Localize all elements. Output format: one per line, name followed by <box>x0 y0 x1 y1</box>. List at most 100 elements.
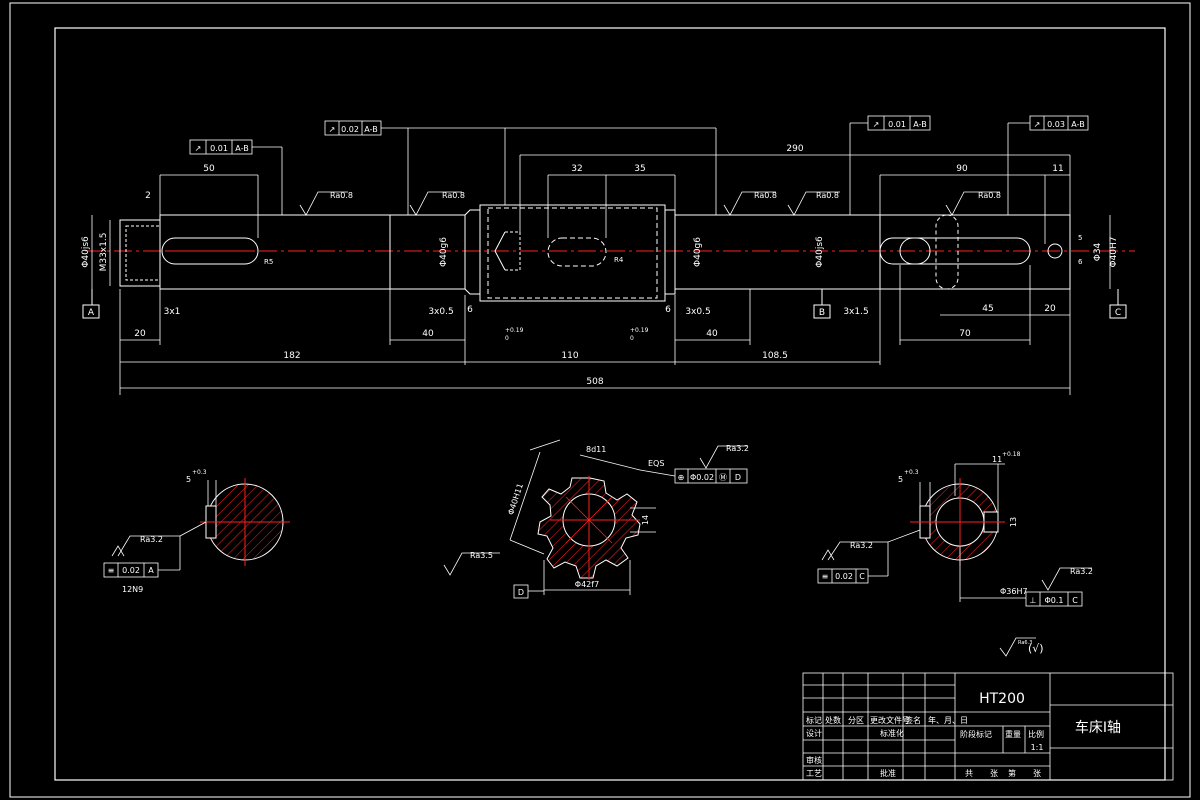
svg-text:Φ40H11: Φ40H11 <box>506 482 525 516</box>
svg-text:+0.18: +0.18 <box>1002 451 1021 458</box>
svg-text:≡: ≡ <box>822 572 829 581</box>
datum-a: A <box>82 289 100 319</box>
svg-text:5: 5 <box>186 475 191 484</box>
svg-text:Φ34: Φ34 <box>1093 242 1103 261</box>
svg-text:0.02: 0.02 <box>341 125 359 134</box>
section-view-2: Φ40H11 8d11 EQS ⊕ Φ0.02 Ⓜ D Ra3.2 Ra3.5 … <box>443 439 749 599</box>
svg-text:D: D <box>518 588 524 597</box>
svg-text:R4: R4 <box>614 256 624 264</box>
svg-text:比例: 比例 <box>1028 729 1044 739</box>
svg-text:32: 32 <box>571 164 582 174</box>
svg-text:B: B <box>819 308 825 318</box>
shaft-main-view <box>85 204 1135 302</box>
svg-text:40: 40 <box>706 329 718 339</box>
tol-frame-1: ↗ 0.01 A-B <box>189 139 283 215</box>
svg-text:R5: R5 <box>264 258 273 266</box>
svg-text:0.01: 0.01 <box>210 144 228 153</box>
keyway-mid <box>547 237 607 267</box>
svg-text:50: 50 <box>203 164 215 174</box>
svg-text:更改文件号: 更改文件号 <box>870 715 910 725</box>
svg-text:+0.19: +0.19 <box>505 327 524 334</box>
svg-text:C: C <box>1115 308 1121 318</box>
svg-text:70: 70 <box>959 329 971 339</box>
svg-text:3x1: 3x1 <box>164 307 181 317</box>
svg-text:⊥: ⊥ <box>1030 596 1037 605</box>
svg-text:Φ40js6: Φ40js6 <box>81 236 91 268</box>
inner-border <box>54 27 1166 781</box>
svg-text:↗: ↗ <box>1034 120 1041 129</box>
svg-text:3x1.5: 3x1.5 <box>843 307 868 317</box>
svg-text:508: 508 <box>586 377 603 387</box>
svg-text:Φ0.1: Φ0.1 <box>1044 596 1063 605</box>
svg-text:20: 20 <box>134 329 146 339</box>
svg-text:8d11: 8d11 <box>586 445 606 454</box>
svg-text:+0.3: +0.3 <box>904 469 919 476</box>
svg-text:Ra3.2: Ra3.2 <box>850 541 873 550</box>
svg-text:Ra0.8: Ra0.8 <box>978 191 1001 200</box>
part-name: 车床Ⅰ轴 <box>1075 719 1121 736</box>
svg-text:Ra3.5: Ra3.5 <box>470 551 493 560</box>
svg-text:D: D <box>735 473 741 482</box>
svg-text:6: 6 <box>1078 258 1083 266</box>
keyway-right <box>879 237 931 265</box>
svg-text:Ra3.2: Ra3.2 <box>140 535 163 544</box>
svg-text:Φ40g6: Φ40g6 <box>693 237 703 267</box>
tol-frame-4: ↗ 0.03 A-B <box>1007 115 1089 215</box>
svg-text:第: 第 <box>1008 768 1016 778</box>
svg-text:Φ40js6: Φ40js6 <box>815 236 825 268</box>
svg-text:11: 11 <box>992 455 1002 464</box>
svg-text:⊕: ⊕ <box>678 473 685 482</box>
svg-text:5: 5 <box>1078 234 1082 242</box>
svg-text:90: 90 <box>956 164 968 174</box>
svg-text:A: A <box>148 566 154 575</box>
svg-text:Ra0.8: Ra0.8 <box>816 191 839 200</box>
svg-text:20: 20 <box>1044 304 1056 314</box>
title-block-text: HT200 车床Ⅰ轴 标记 处数 分区 更改文件号 签名 年、月、日 设计 标准… <box>806 691 1121 778</box>
svg-text:分区: 分区 <box>848 716 864 725</box>
svg-text:A-B: A-B <box>1071 120 1084 129</box>
svg-text:290: 290 <box>786 144 803 154</box>
svg-text:Ra0.8: Ra0.8 <box>330 191 353 200</box>
dimension-lines <box>91 154 1111 395</box>
svg-text:45: 45 <box>982 304 993 314</box>
svg-text:14: 14 <box>641 515 650 525</box>
svg-text:处数: 处数 <box>825 715 841 725</box>
svg-text:0: 0 <box>505 335 509 342</box>
svg-text:Ⓜ: Ⓜ <box>719 473 727 482</box>
svg-text:0: 0 <box>630 335 634 342</box>
title-block <box>802 672 1174 781</box>
svg-text:Ra0.8: Ra0.8 <box>442 191 465 200</box>
svg-text:2: 2 <box>145 191 151 201</box>
svg-text:0.01: 0.01 <box>888 120 906 129</box>
svg-text:0.02: 0.02 <box>835 572 853 581</box>
svg-text:6: 6 <box>467 305 473 315</box>
dimension-texts: 508 182 110 108.5 20 40 40 70 45 20 50 3… <box>81 144 1119 387</box>
svg-text:5: 5 <box>898 475 903 484</box>
tol-frame-3: ↗ 0.01 A-B <box>849 115 931 215</box>
svg-text:182: 182 <box>283 351 300 361</box>
svg-text:A: A <box>88 308 95 318</box>
svg-text:↗: ↗ <box>329 125 336 134</box>
roughness-symbols: Ra0.8 Ra0.8 Ra0.8 Ra0.8 Ra0.8 <box>299 191 1001 216</box>
svg-text:重量: 重量 <box>1005 729 1021 739</box>
svg-text:0.02: 0.02 <box>122 566 140 575</box>
svg-text:3x0.5: 3x0.5 <box>685 307 710 317</box>
svg-text:1:1: 1:1 <box>1031 743 1044 752</box>
svg-text:M33x1.5: M33x1.5 <box>99 233 109 272</box>
svg-text:A-B: A-B <box>913 120 926 129</box>
svg-text:C: C <box>1072 596 1078 605</box>
svg-text:A-B: A-B <box>235 144 248 153</box>
svg-text:Ra0.8: Ra0.8 <box>754 191 777 200</box>
svg-text:张: 张 <box>1033 769 1041 778</box>
svg-text:C: C <box>859 572 865 581</box>
svg-text:6: 6 <box>665 305 671 315</box>
svg-text:13: 13 <box>1009 517 1018 527</box>
svg-text:张: 张 <box>990 769 998 778</box>
section-view-3: 5 +0.3 11 +0.18 13 Ra3.2 ≡ 0.02 C Φ36H7 … <box>817 451 1093 607</box>
outer-border <box>9 2 1191 798</box>
svg-text:3x0.5: 3x0.5 <box>428 307 453 317</box>
svg-text:Φ40g6: Φ40g6 <box>439 237 449 267</box>
keyway-left <box>161 237 259 265</box>
svg-text:标记: 标记 <box>806 715 822 725</box>
